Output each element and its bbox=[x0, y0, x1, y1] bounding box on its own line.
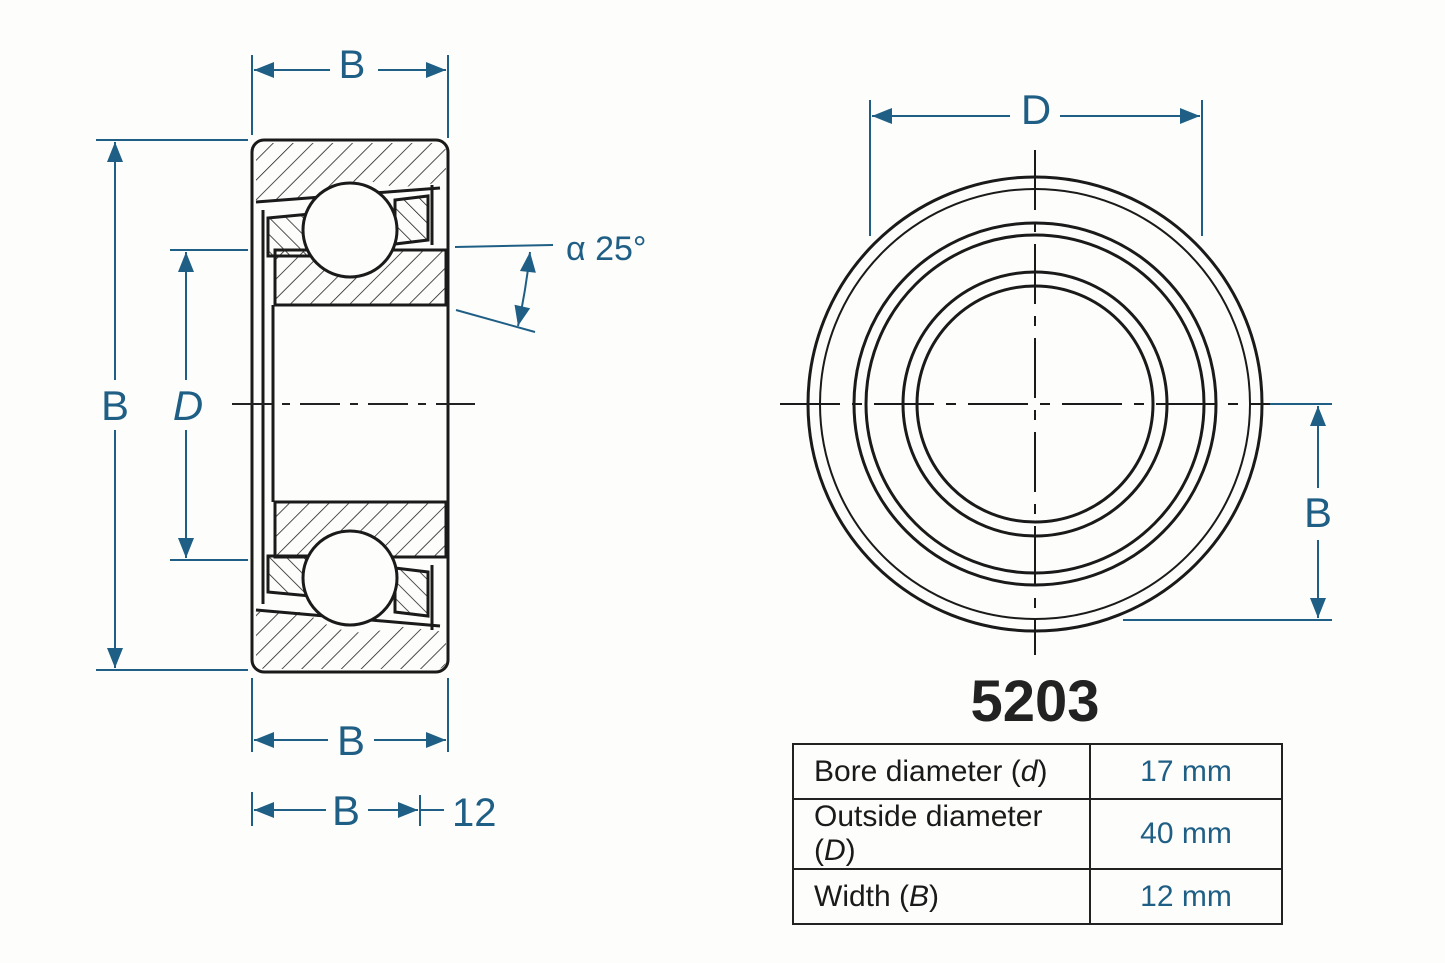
spec-label: Width ( bbox=[814, 879, 910, 913]
left-bore-label: D bbox=[173, 382, 203, 429]
table-row: Outside diameter (D) 40 mm bbox=[792, 798, 1283, 870]
front-view bbox=[780, 150, 1290, 655]
spec-paren: ) bbox=[845, 834, 856, 867]
spec-symbol: D bbox=[824, 834, 846, 867]
cross-section bbox=[232, 138, 475, 674]
table-row: Bore diameter (d) 17 mm bbox=[792, 743, 1283, 800]
contact-angle-label: α 25° bbox=[566, 230, 647, 268]
spec-table: Bore diameter (d) 17 mm Outside diameter… bbox=[792, 743, 1283, 925]
top-width-label: B bbox=[339, 43, 366, 87]
spec-paren: ) bbox=[1037, 754, 1048, 788]
bottom-width-label: B bbox=[337, 717, 365, 764]
ball-bottom bbox=[301, 529, 399, 627]
bottom-width2-label: B bbox=[332, 787, 360, 834]
table-row: Width (B) 12 mm bbox=[792, 868, 1283, 925]
spec-name: Outside diameter (D) bbox=[792, 798, 1091, 870]
spec-label: Outside diameter ( bbox=[814, 800, 1043, 867]
spec-symbol: B bbox=[909, 879, 930, 913]
spec-name: Width (B) bbox=[792, 868, 1091, 925]
spec-symbol: d bbox=[1020, 754, 1038, 788]
spec-label: Bore diameter ( bbox=[814, 754, 1021, 788]
spec-paren: ) bbox=[929, 879, 940, 913]
ball-top bbox=[301, 181, 399, 279]
spec-value: 17 mm bbox=[1089, 743, 1283, 800]
dimensions-left: B B D B B 12 α 25° bbox=[96, 43, 647, 835]
left-outer-label: B bbox=[101, 382, 129, 429]
front-outer-label: D bbox=[1021, 86, 1051, 133]
spec-name: Bore diameter (d) bbox=[792, 743, 1091, 800]
model-number: 5203 bbox=[970, 669, 1100, 734]
spec-value: 12 mm bbox=[1089, 868, 1283, 925]
bottom-value-label: 12 bbox=[452, 791, 497, 835]
front-width-label: B bbox=[1304, 489, 1332, 536]
dimensions-right: D B bbox=[869, 86, 1332, 621]
spec-value: 40 mm bbox=[1089, 798, 1283, 870]
